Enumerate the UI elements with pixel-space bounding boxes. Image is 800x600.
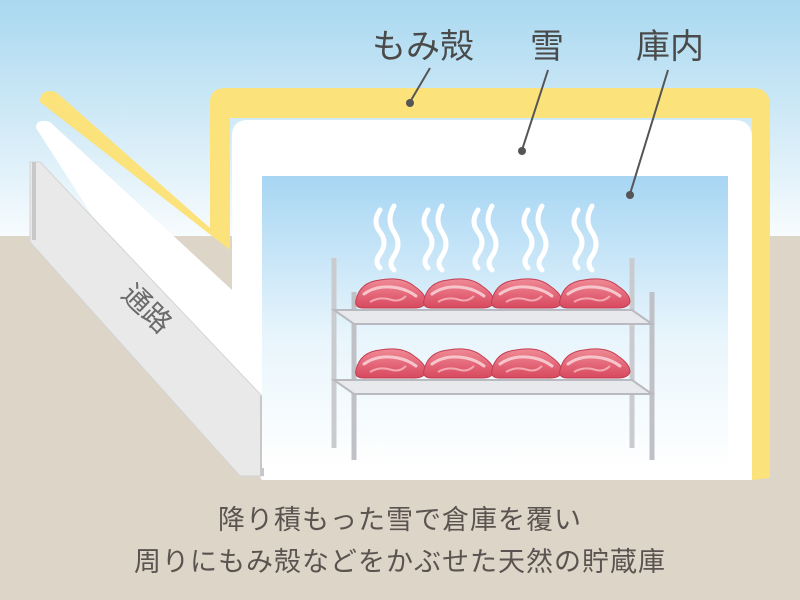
caption-line-1: 降り積もった雪で倉庫を覆い <box>218 505 582 536</box>
meat-block <box>559 348 631 379</box>
caption-line-2: 周りにもみ殻などをかぶせた天然の貯蔵庫 <box>134 547 666 578</box>
meat-block <box>559 278 631 309</box>
meat-blocks <box>355 278 631 379</box>
label-rice-husk: もみ殻 <box>372 27 474 67</box>
callout-dots <box>406 99 634 199</box>
callout-lines <box>409 67 669 195</box>
storage-shelf <box>330 258 656 460</box>
rice-husk-layer <box>40 88 770 480</box>
label-interior: 庫内 <box>636 27 704 67</box>
meat-block <box>491 278 563 309</box>
meat-block <box>423 348 495 379</box>
meat-block <box>491 348 563 379</box>
meat-block <box>423 278 495 309</box>
meat-block <box>355 348 427 379</box>
label-snow: 雪 <box>530 27 564 67</box>
cold-air-wisps <box>373 203 599 273</box>
meat-block <box>355 278 427 309</box>
